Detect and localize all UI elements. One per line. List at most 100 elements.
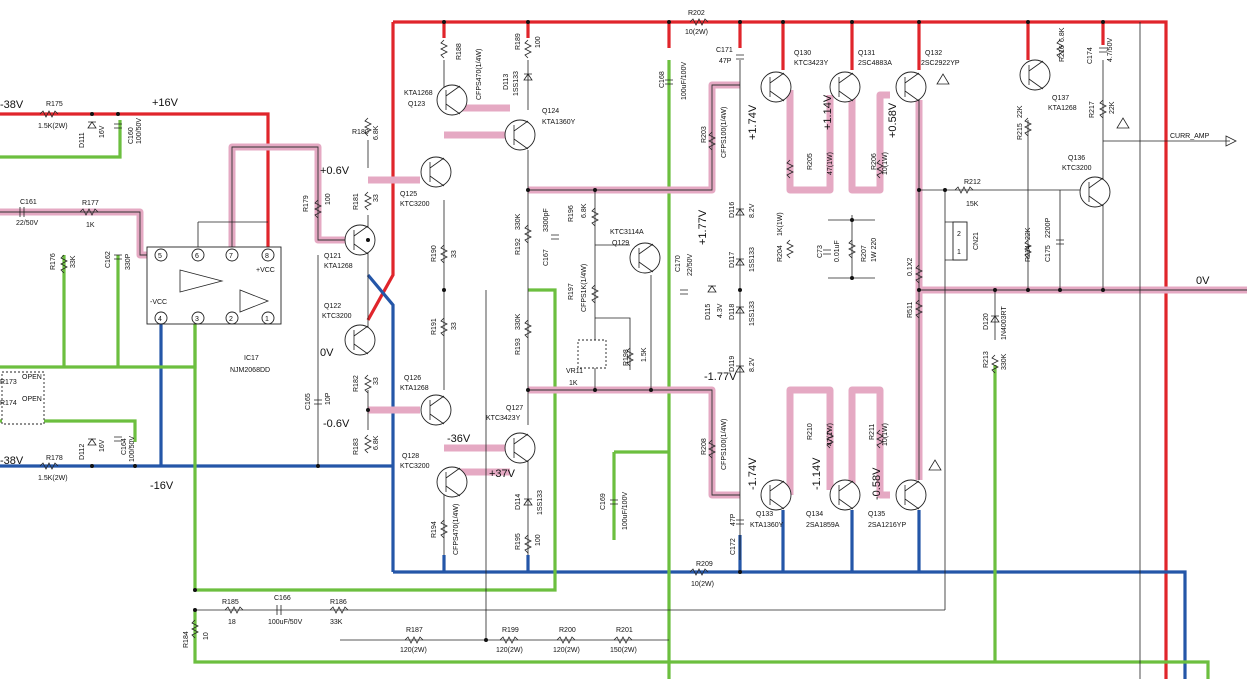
transistors [344, 59, 1111, 511]
q122-label: Q122 [324, 303, 341, 310]
c164-label: C164 [121, 438, 128, 455]
q130-value: KTC3423Y [794, 60, 829, 67]
ic17-opamp: 5 6 7 8 4 3 2 1 +VCC -VCC IC17 NJM2068DD [146, 246, 282, 374]
c169-label: C169 [600, 493, 607, 510]
q127-value: KTC3423Y [486, 415, 521, 422]
r511-label: R511 [907, 302, 914, 318]
c166-label: C166 [274, 595, 291, 602]
c161-label: C161 [20, 199, 37, 206]
svg-text:2: 2 [957, 231, 961, 238]
q121-label: Q121 [324, 253, 341, 260]
c170-value: 22/50V [687, 253, 694, 276]
q135-label: Q135 [868, 511, 885, 518]
rail-labels: -38V -38V +16V -16V 0V CURR_AMP [0, 97, 1210, 492]
q126-value: KTA1268 [400, 385, 429, 392]
c171-label: C171 [716, 47, 733, 54]
q124-label: Q124 [542, 108, 559, 115]
d114-label: D114 [515, 494, 522, 510]
q128-value: KTC3200 [400, 463, 430, 470]
q132-label: Q132 [925, 50, 942, 57]
curr-amp-label: CURR_AMP [1170, 133, 1210, 140]
junction-dots [90, 20, 1105, 642]
r207-value: 1W 220 [871, 238, 878, 262]
d116-value: 8.2V [749, 203, 756, 218]
d113-label: D113 [503, 74, 510, 90]
q134-transistor [829, 479, 861, 511]
q137-transistor [1019, 59, 1051, 91]
svg-text:5: 5 [158, 253, 162, 260]
c164-value: 100/50V [129, 436, 136, 462]
r178-value: 1.5K(2W) [38, 475, 68, 482]
r192-value: 330K [515, 213, 522, 230]
c172-label: C172 [730, 538, 737, 555]
r190-value: 33 [451, 250, 458, 258]
d112-value: 16V [99, 439, 106, 452]
c175-value: 2200P [1045, 217, 1052, 238]
r188-label: R188 [456, 43, 463, 60]
q132-transistor [895, 71, 927, 103]
r209-label: R209 [696, 561, 713, 568]
d115-value: 4.3V [717, 303, 724, 318]
svg-text:7: 7 [229, 253, 233, 260]
q131-label: Q131 [858, 50, 875, 57]
q129-value: Q129 [612, 240, 629, 247]
resistors [39, 18, 1107, 644]
svg-text:2: 2 [229, 316, 233, 323]
c170-label: C170 [675, 255, 682, 272]
q136-transistor [1079, 176, 1111, 208]
d118-label: D118 [729, 304, 736, 320]
r199-value: 120(2W) [496, 647, 523, 654]
r175-value: 1.5K(2W) [38, 123, 68, 130]
r198-label: R198 [623, 349, 630, 366]
v-n177: -1.77V [704, 371, 737, 383]
c168-label: C168 [659, 71, 666, 88]
q130-label: Q130 [794, 50, 811, 57]
r181-value: 33 [373, 194, 380, 202]
r205-label: R205 [807, 153, 814, 170]
r208-value: CFPS100(1/4W) [721, 419, 728, 470]
r212-value: 15K [966, 201, 979, 208]
v-p174: +1.74V [747, 104, 759, 140]
q123-label: KTA1268 [404, 90, 433, 97]
r192-label: R192 [515, 238, 522, 255]
r197-value: CFPS1K(1/4W) [581, 264, 588, 312]
r214-value: 22K [1025, 227, 1032, 240]
v-p114: +1.14V [822, 94, 834, 130]
rail-left-top: -38V [0, 99, 24, 111]
r194-value: CFPS470(1/4W) [453, 504, 460, 555]
v-n36: -36V [447, 433, 471, 445]
q136-label: Q136 [1068, 155, 1085, 162]
r182-label: R182 [353, 375, 360, 392]
q137-label: Q137 [1052, 95, 1069, 102]
r177-label: R177 [82, 200, 99, 207]
r185-value: 18 [228, 619, 236, 626]
r189-label: R189 [515, 33, 522, 50]
ground-net [0, 120, 122, 159]
r215-value: 22K [1017, 105, 1024, 118]
r204-label: R204 [777, 245, 784, 262]
r195-label: R195 [515, 533, 522, 550]
svg-text:4: 4 [158, 316, 162, 323]
d119-value: 8.2V [749, 357, 756, 372]
c160-label: C160 [128, 127, 135, 144]
d120-value: 1N4003RT [1001, 306, 1008, 340]
r180-label: R180 [352, 129, 369, 136]
d113-value: 1SS133 [513, 71, 520, 96]
q134-value: 2SA1859A [806, 522, 840, 529]
q133-value: KTA1360Y [750, 522, 784, 529]
r211-value: 10(1W) [882, 423, 889, 446]
svg-text:1: 1 [957, 249, 961, 256]
r200-label: R200 [559, 627, 576, 634]
capacitors-diodes: 2 1 [1, 47, 1237, 615]
q125-value: KTC3200 [400, 201, 430, 208]
voltage-annotations: +0.6V 0V -0.6V -36V +37V -1.77V +1.77V +… [320, 94, 899, 500]
c174-label: C174 [1087, 47, 1094, 64]
rail-left-bottom: -38V [0, 455, 24, 467]
c172-value: 47P [730, 513, 737, 526]
output-0v: 0V [1196, 275, 1210, 287]
rail-link-left [366, 22, 395, 321]
ic17-label: IC17 [244, 355, 259, 362]
vcc-neg-label: -VCC [150, 299, 167, 306]
q126-label: Q126 [404, 375, 421, 382]
